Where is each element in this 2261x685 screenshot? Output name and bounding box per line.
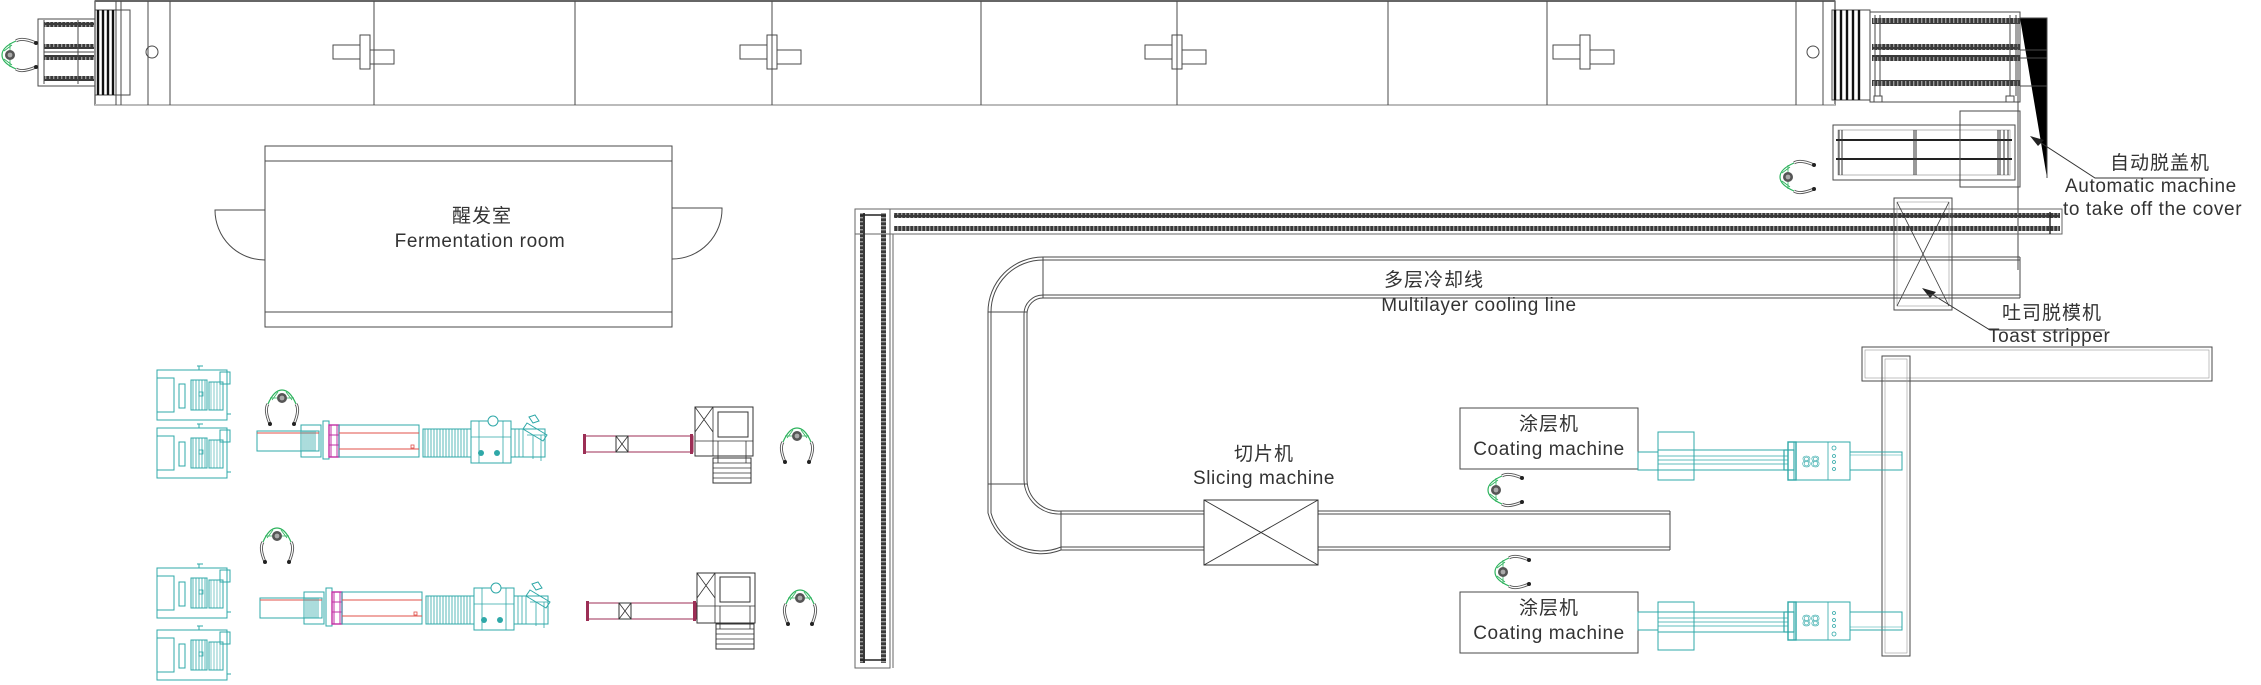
cover-removal-machine bbox=[1832, 18, 2021, 270]
toast-stripper-label-en: Toast stripper bbox=[1988, 326, 2111, 347]
oven-unloader-conveyor bbox=[1869, 11, 2048, 210]
coating-machine-2-label-en: Coating machine bbox=[1473, 623, 1625, 644]
fermentation-room-label-en: Fermentation room bbox=[394, 231, 566, 252]
toast-stripper-label-cn: 吐司脱模机 bbox=[2002, 302, 2103, 324]
operator-robot bbox=[1493, 554, 1533, 590]
operator-robot bbox=[0, 37, 40, 73]
burner-icon bbox=[332, 1, 395, 105]
slicing-machine-label-cn: 切片机 bbox=[1233, 443, 1295, 465]
coating-machine-1 bbox=[1459, 407, 1903, 481]
slicing-machine bbox=[1203, 499, 1319, 566]
burner-icon bbox=[739, 1, 802, 105]
coating-machine-1-label-cn: 涂层机 bbox=[1518, 413, 1580, 435]
operator-robot bbox=[781, 428, 812, 464]
l-shaped-chain-conveyor bbox=[854, 208, 2063, 669]
dough-processing-line-1 bbox=[156, 365, 754, 484]
operator-robot bbox=[261, 528, 292, 564]
cover-remover-label-cn: 自动脱盖机 bbox=[2110, 152, 2211, 174]
callout-arrow-icon bbox=[2030, 136, 2205, 179]
dough-processing-line-2 bbox=[156, 563, 756, 681]
cover-remover-label-en-2: to take off the cover bbox=[2063, 199, 2243, 220]
coating-machine-2-label-cn: 涂层机 bbox=[1518, 597, 1580, 619]
operator-robot bbox=[1778, 159, 1818, 195]
burner-icon bbox=[1144, 1, 1207, 105]
tunnel-oven bbox=[94, 0, 1871, 106]
coating-machine-2 bbox=[1459, 591, 1903, 654]
cooling-line-label-en: Multilayer cooling line bbox=[1381, 295, 1577, 316]
operator-robot bbox=[784, 590, 815, 626]
toast-stripper bbox=[1893, 197, 1953, 311]
operator-robot bbox=[266, 390, 297, 426]
multilayer-cooling-line bbox=[987, 256, 2021, 555]
fermentation-room-label-cn: 醒发室 bbox=[451, 205, 513, 227]
fermentation-room bbox=[214, 145, 723, 328]
output-conveyor bbox=[1861, 346, 2213, 657]
oven-loader-conveyor bbox=[37, 18, 96, 87]
cooling-line-label-cn: 多层冷却线 bbox=[1383, 269, 1485, 291]
operator-robot bbox=[1486, 472, 1526, 508]
slicing-machine-label-en: Slicing machine bbox=[1192, 468, 1336, 489]
coating-machine-1-label-en: Coating machine bbox=[1473, 439, 1625, 460]
burner-icon bbox=[1546, 1, 1615, 105]
cover-remover-label-en-1: Automatic machine bbox=[2065, 176, 2237, 197]
